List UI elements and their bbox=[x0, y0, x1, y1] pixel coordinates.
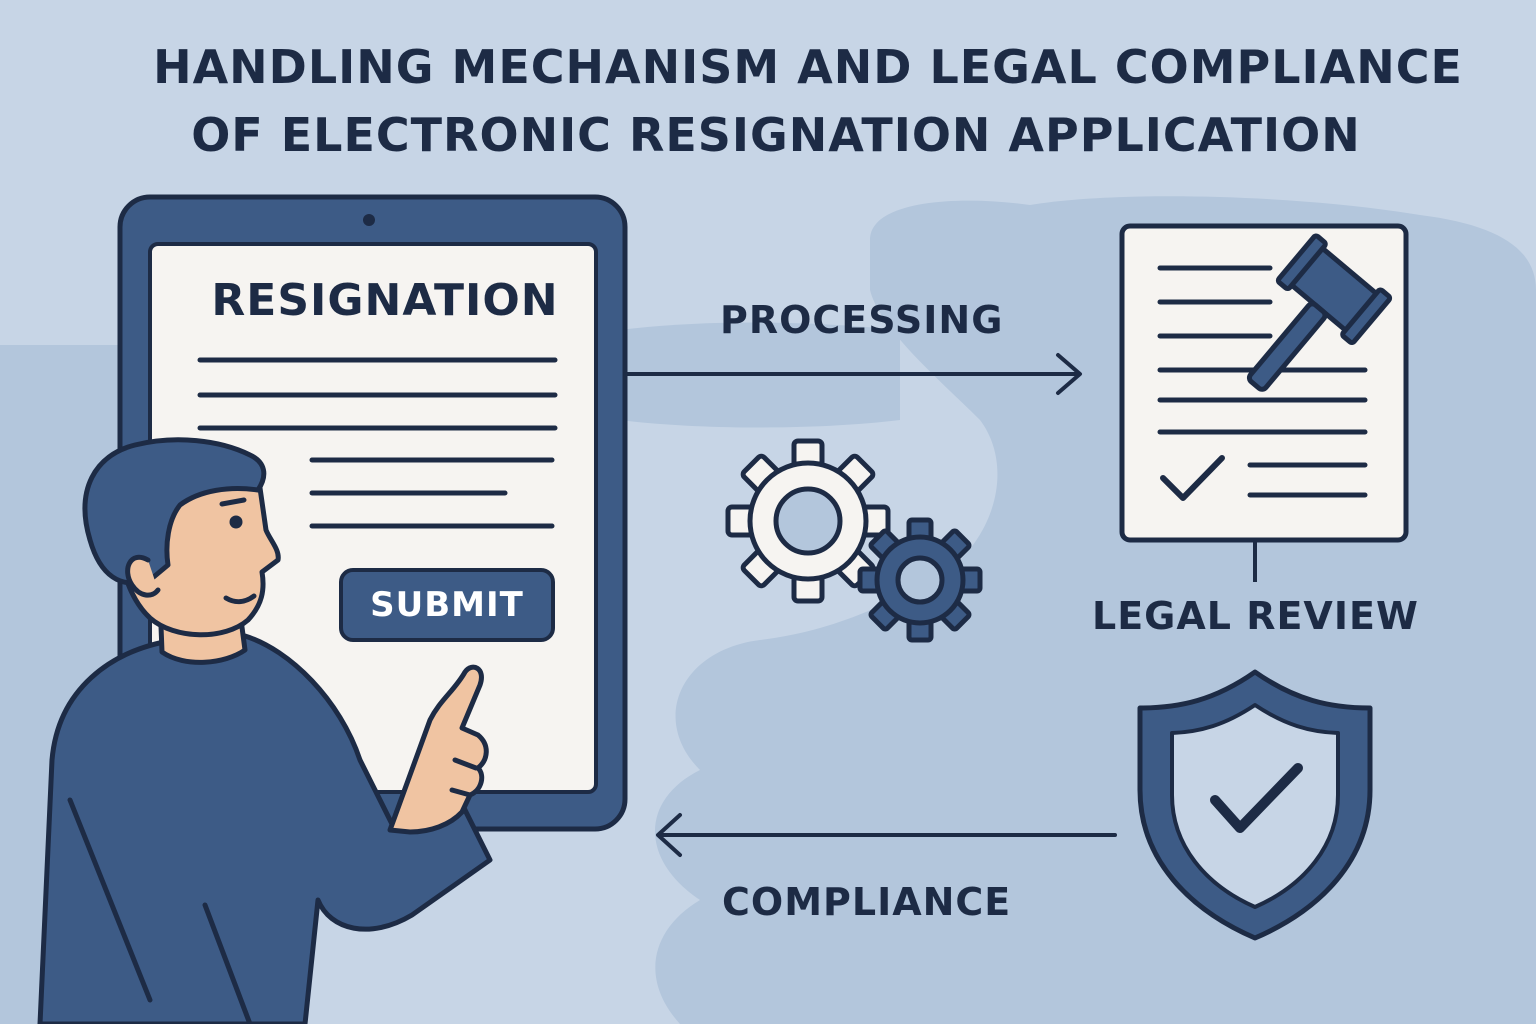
gear-icon bbox=[857, 517, 983, 643]
page-title-line-2: OF ELECTRONIC RESIGNATION APPLICATION bbox=[191, 108, 1361, 162]
arrow-left-icon bbox=[656, 813, 1117, 857]
shield-check-icon bbox=[1137, 669, 1373, 941]
document-heading: RESIGNATION bbox=[211, 275, 559, 326]
document-text-lines bbox=[197, 357, 558, 529]
compliance-label: COMPLIANCE bbox=[722, 880, 1012, 924]
person-body-fold bbox=[202, 902, 253, 1024]
person-body bbox=[37, 633, 493, 1024]
person-eye bbox=[229, 515, 243, 529]
processing-label: PROCESSING bbox=[720, 298, 1004, 342]
submit-button[interactable]: SUBMIT bbox=[339, 568, 555, 642]
checkmark-icon bbox=[1160, 455, 1225, 501]
arrow-right-icon bbox=[623, 353, 1082, 395]
person-mouth bbox=[223, 593, 257, 605]
person bbox=[37, 437, 493, 1024]
page-title-line-1: HANDLING MECHANISM AND LEGAL COMPLIANCE bbox=[153, 40, 1463, 94]
person-ear bbox=[125, 555, 161, 598]
gear-icon bbox=[725, 438, 891, 604]
legal-review-label: LEGAL REVIEW bbox=[1092, 594, 1419, 638]
tablet-camera bbox=[363, 214, 375, 226]
gavel-icon bbox=[1246, 233, 1393, 392]
